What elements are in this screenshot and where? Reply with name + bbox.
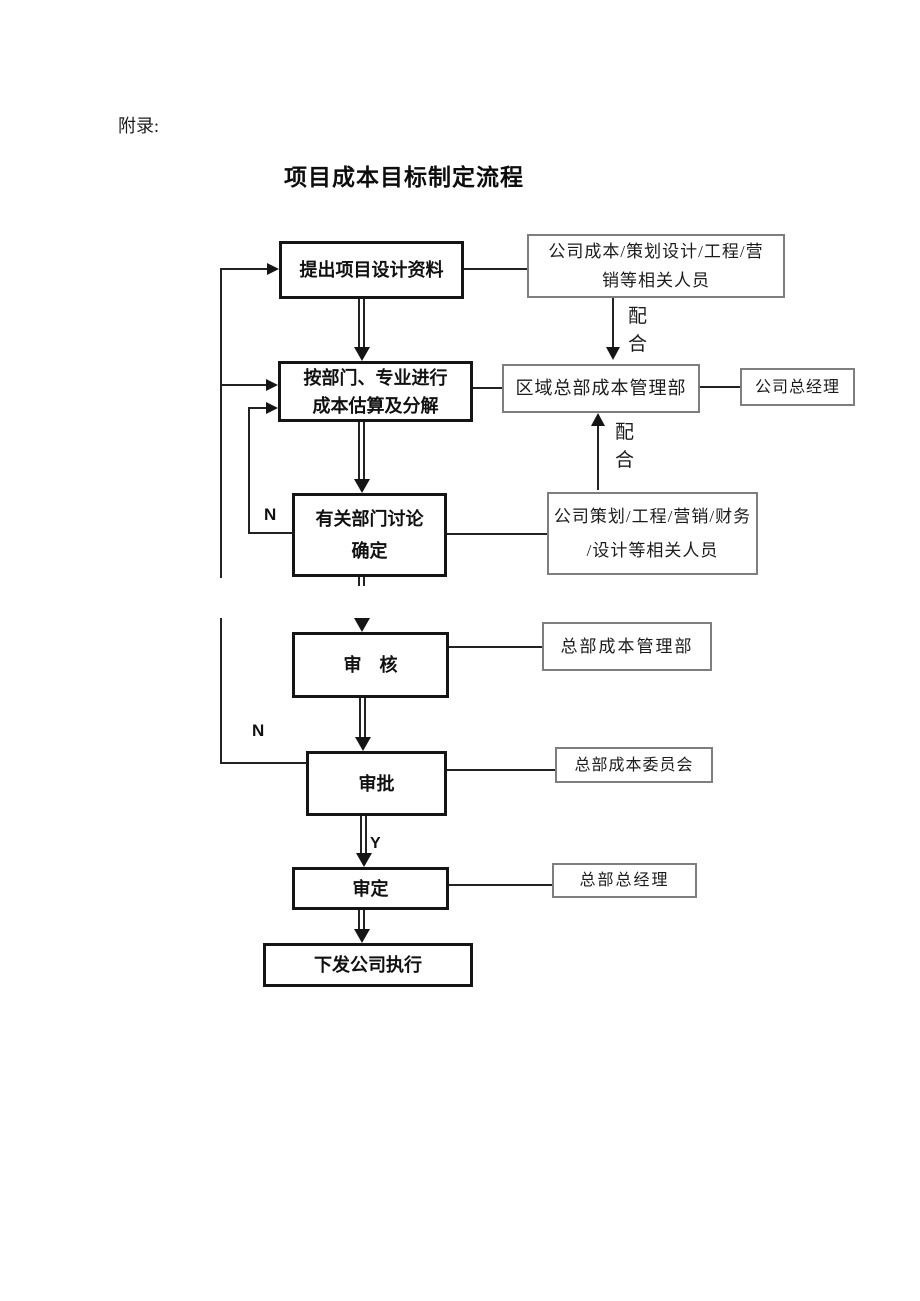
arrow-dept-related-regional-line [597, 426, 599, 490]
flow-node-estimate: 按部门、专业进行 成本估算及分解 [278, 361, 473, 422]
feedback-inner-vertical [248, 407, 250, 534]
arrow-discuss-review-stub [358, 577, 365, 586]
arrow-finalize-issue-line [358, 910, 365, 929]
feedback-to-estimate-head [266, 379, 278, 391]
feedback-inner-to-estimate-line [248, 407, 267, 409]
feedback-inner-to-estimate-head [266, 402, 278, 414]
role-box-dept-related: 公司策划/工程/营销/财务 /设计等相关人员 [547, 492, 758, 575]
connector-discuss-dept-related [447, 533, 547, 535]
role-box-hq-gm: 总部总经理 [552, 863, 697, 898]
feedback-to-propose-head [267, 263, 279, 275]
feedback-from-approve-line [220, 762, 307, 764]
page-title: 项目成本目标制定流程 [284, 164, 524, 190]
flow-node-review: 审 核 [292, 632, 449, 698]
arrow-company-related-regional-line [612, 298, 614, 347]
arrow-approve-finalize-head [356, 853, 372, 867]
flow-node-finalize: 审定 [292, 867, 449, 910]
role-box-regional-cost-dept: 区域总部成本管理部 [502, 364, 700, 413]
arrow-finalize-issue-head [354, 929, 370, 943]
arrow-propose-estimate-line [358, 299, 365, 347]
role-box-hq-cost-committee: 总部成本委员会 [555, 747, 713, 783]
flow-node-discuss: 有关部门讨论 确定 [292, 493, 447, 577]
feedback-to-estimate-line [220, 384, 267, 386]
arrow-review-approve-head [355, 737, 371, 751]
arrow-propose-estimate-head [354, 347, 370, 361]
arrow-estimate-discuss-head [354, 479, 370, 493]
label-cooperate-top: 配 合 [628, 306, 648, 355]
connector-propose-company-related [464, 268, 527, 270]
feedback-from-discuss-line [248, 532, 293, 534]
role-box-company-gm: 公司总经理 [740, 368, 855, 406]
flow-node-propose: 提出项目设计资料 [279, 241, 464, 299]
appendix-label: 附录: [118, 116, 160, 136]
connector-approve-committee [447, 769, 555, 771]
connector-estimate-regional [473, 387, 502, 389]
arrow-discuss-review-head [354, 618, 370, 632]
arrow-approve-finalize-line [360, 816, 367, 853]
label-n-approve: N [252, 721, 265, 740]
arrow-dept-related-regional-head [591, 413, 605, 426]
connector-review-hq-cost-dept [449, 646, 542, 648]
role-box-company-related: 公司成本/策划设计/工程/营 销等相关人员 [527, 234, 785, 298]
connector-regional-company-gm [700, 386, 740, 388]
connector-finalize-hq-gm [449, 884, 552, 886]
flow-node-issue: 下发公司执行 [263, 943, 473, 987]
arrow-estimate-discuss-line [358, 422, 365, 479]
feedback-vertical-lower [220, 618, 222, 764]
label-y-approve: Y [370, 835, 381, 852]
feedback-vertical-upper [220, 268, 222, 578]
label-n-discuss: N [264, 505, 277, 524]
label-cooperate-bottom: 配 合 [615, 422, 635, 471]
role-box-hq-cost-dept: 总部成本管理部 [542, 622, 712, 671]
arrow-review-approve-line [359, 698, 366, 737]
flow-node-approve: 审批 [306, 751, 447, 816]
feedback-to-propose-line [220, 268, 268, 270]
arrow-company-related-regional-head [606, 347, 620, 360]
